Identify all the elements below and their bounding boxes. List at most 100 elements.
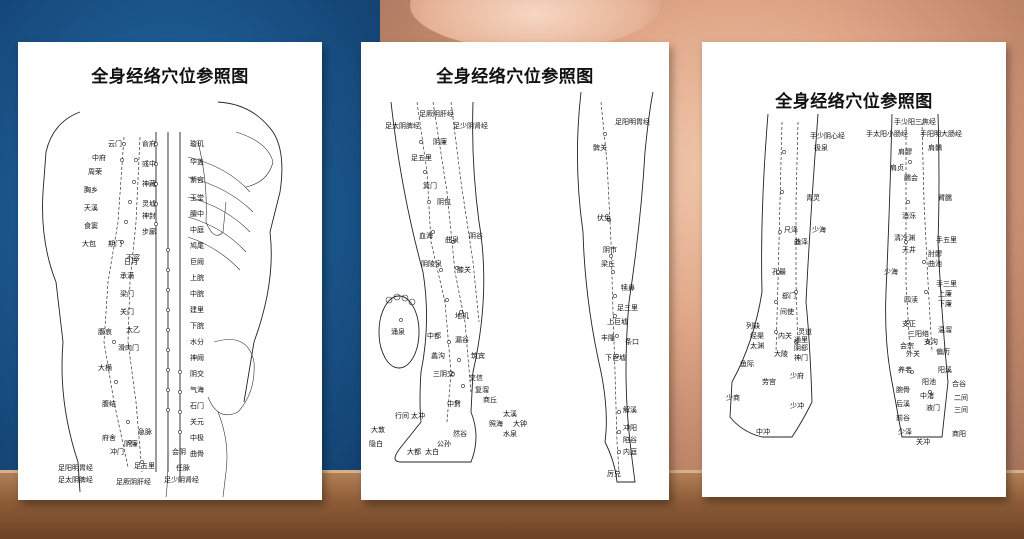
label-yangxi: 阳溪 — [938, 365, 952, 374]
label-neiguan: 内关 — [778, 331, 792, 340]
label-spleen-meridian: 足太阴脾经 — [385, 121, 420, 130]
label-chongmen: 冲门 — [110, 447, 124, 456]
label-hegu: 合谷 — [952, 379, 966, 388]
label-taibai: 太白 — [425, 447, 439, 456]
label-shaoze: 少泽 — [898, 428, 912, 436]
label-chengman: 承满 — [120, 271, 134, 280]
legs-diagram: 足厥阴肝经 足太阴脾经 足少阴肾经 阴廉 足五里 箕门 阴包 血海 曲泉 阴谷 … — [369, 91, 654, 483]
label-liangmen: 梁门 — [120, 289, 134, 298]
label-yunmen: 云门 — [108, 139, 122, 148]
label-shuifen: 水分 — [190, 337, 204, 346]
label-shanglian: 上廉 — [938, 289, 952, 298]
card-title: 全身经络穴位参照图 — [775, 92, 933, 112]
label-bulang: 步廊 — [142, 227, 156, 236]
label-zhizheng: 支正 — [902, 319, 916, 328]
label-qingling: 青灵 — [806, 193, 820, 202]
label-shidou: 食窦 — [84, 221, 98, 230]
label-biguan: 髀关 — [593, 143, 607, 152]
label-yuji: 鱼际 — [740, 359, 754, 368]
label-zhongfeng: 中封 — [447, 399, 461, 408]
label-taiyi: 太乙 — [126, 325, 140, 334]
label-yinlian: 阴廉 — [433, 137, 447, 146]
card-title: 全身经络穴位参照图 — [436, 67, 594, 87]
label-kongzui: 孔最 — [772, 268, 786, 276]
label-heart-meridian: 手少阴心经 — [810, 131, 845, 140]
label-yinbai: 隐白 — [369, 439, 383, 448]
label-jiuwei: 鸠尾 — [190, 241, 204, 250]
label-liver-meridian: 足厥阴肝经 — [419, 109, 454, 118]
label-shousanli: 手三里 — [936, 279, 957, 288]
label-burong: 不容 — [126, 253, 140, 262]
label-sanyinjiao: 三阴交 — [433, 369, 454, 378]
label-kidney-meridian: 足少阴肾经 — [164, 475, 199, 484]
label-waiguan: 外关 — [906, 349, 920, 358]
label-shuiquan: 水泉 — [503, 429, 517, 438]
label-fujie: 腹结 — [102, 399, 116, 408]
label-futu: 伏兔 — [597, 213, 611, 222]
label-stomach-meridian: 足阳明胃经 — [615, 117, 650, 126]
label-chongyang: 冲阳 — [623, 423, 637, 432]
label-xiaoluo: 消泺 — [902, 211, 916, 220]
label-xialian: 下廉 — [938, 299, 952, 308]
label-xuehai: 血海 — [419, 231, 433, 240]
label-shaohai: 少海 — [812, 225, 826, 234]
label-taixi: 太溪 — [503, 409, 517, 418]
label-jiexi: 解溪 — [623, 405, 637, 414]
label-huizong: 会宗 — [900, 341, 914, 350]
label-zhongfu: 中府 — [92, 153, 106, 162]
label-qiangu: 前谷 — [896, 413, 910, 422]
label-large-intestine-meridian: 手阳明大肠经 — [920, 129, 962, 138]
acupoint-card-arms: 全身经络穴位参照图 手少阴心经 极泉 青灵 少海 尺泽 曲泽 孔最 — [702, 42, 1006, 497]
label-shenfeng: 神封 — [142, 211, 156, 220]
label-xiangu: 陷谷 — [623, 435, 637, 444]
label-tianxi: 天溪 — [84, 203, 98, 212]
label-tianjing: 天井 — [902, 245, 916, 254]
label-huagai: 华盖 — [190, 157, 204, 166]
label-zhouliao: 肘髎 — [928, 249, 942, 258]
label-quze: 曲泽 — [794, 237, 808, 246]
label-stomach-meridian: 足阳明胃经 — [58, 463, 93, 472]
label-naohui: 臑会 — [904, 173, 918, 182]
label-lieque: 列缺 — [746, 321, 760, 330]
label-binao: 臂臑 — [938, 193, 952, 202]
label-rangu: 然谷 — [453, 429, 467, 438]
label-ququan: 曲泉 — [445, 235, 459, 244]
label-yinbao: 阴包 — [437, 197, 451, 206]
label-juque: 巨阙 — [190, 258, 204, 266]
label-sanjian: 三间 — [954, 406, 968, 414]
label-laogong: 劳宫 — [762, 377, 776, 386]
label-shouwuli: 手五里 — [936, 235, 957, 244]
label-renmai: 任脉 — [176, 463, 190, 472]
label-xingjian: 行间 — [395, 411, 409, 420]
label-kidney-meridian: 足少阴肾经 — [453, 121, 488, 130]
label-riyue: 日月 — [124, 258, 138, 266]
label-shangjuxu: 上巨墟 — [607, 317, 628, 326]
label-neiting: 内庭 — [623, 447, 637, 456]
label-diji: 地机 — [455, 311, 469, 320]
label-huiyin: 会阴 — [172, 447, 186, 456]
label-zhongji: 中极 — [190, 433, 204, 442]
label-shenmen: 神门 — [794, 353, 808, 362]
label-wenliu: 温溜 — [938, 325, 952, 334]
label-yinshi: 阴市 — [603, 245, 617, 254]
label-fenglong: 丰隆 — [601, 333, 615, 342]
label-zuwuli: 足五里 — [411, 154, 432, 162]
label-zhubin: 筑宾 — [471, 351, 485, 360]
label-yinlingquan: 阴陵泉 — [421, 259, 442, 268]
label-shaofu: 少府 — [790, 371, 804, 380]
label-shangqiu: 商丘 — [483, 395, 497, 404]
label-daling: 大陵 — [774, 349, 788, 358]
acupoint-card-torso: 全身经络穴位参照图 — [18, 42, 322, 500]
label-zhongdu: 中都 — [427, 331, 441, 340]
label-xiawan: 下脘 — [190, 321, 204, 330]
label-jingqu: 经渠 — [750, 331, 764, 340]
label-lidui: 厉兑 — [607, 469, 621, 478]
label-yuzhong: 彧中 — [142, 159, 156, 168]
label-lingxu: 灵墟 — [142, 199, 156, 208]
label-yemen: 液门 — [926, 403, 940, 412]
label-quchi: 曲池 — [928, 259, 942, 268]
label-shaoshang: 少商 — [726, 393, 740, 402]
acupoint-card-legs: 全身经络穴位参照图 足厥阴肝经 — [361, 42, 669, 500]
label-shencang: 神藏 — [142, 179, 156, 188]
label-yinlian: 阴廉 — [124, 439, 138, 448]
